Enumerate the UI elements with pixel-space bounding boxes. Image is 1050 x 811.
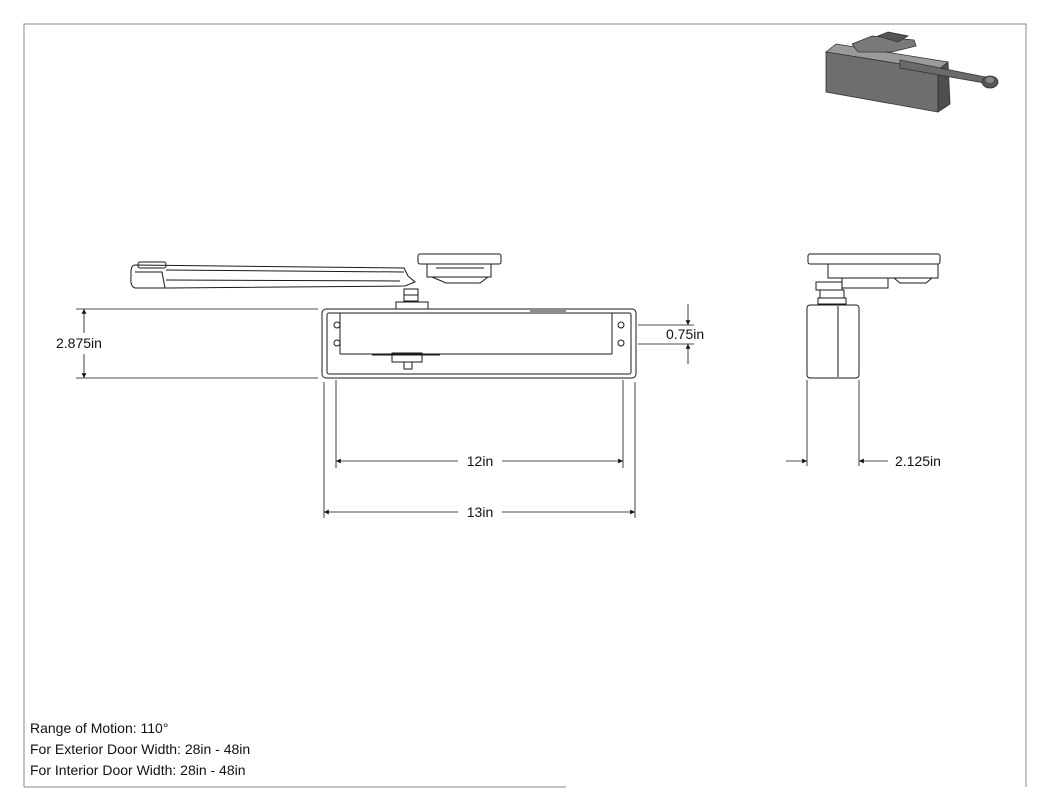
spec-exterior-door-width: For Exterior Door Width: 28in - 48in (30, 741, 251, 757)
dim-width-overall: 13in (467, 504, 493, 520)
spec-range-of-motion: Range of Motion: 110° (30, 720, 169, 736)
dim-depth-side: 2.125in (895, 453, 941, 469)
sheet-border (23, 23, 1027, 787)
front-body (321, 308, 637, 379)
dim-height-inner: 0.75in (666, 326, 704, 342)
front-arm (130, 264, 416, 289)
dimension-lines (76, 304, 888, 518)
isometric-thumbnail (825, 31, 999, 113)
dim-width-inner: 12in (467, 453, 493, 469)
front-view (130, 253, 637, 379)
spec-interior-door-width: For Interior Door Width: 28in - 48in (30, 762, 246, 778)
front-shoe (417, 253, 502, 265)
side-body (806, 304, 860, 379)
side-shoe (807, 253, 941, 265)
dim-height-main: 2.875in (56, 335, 102, 351)
side-view (806, 253, 941, 379)
